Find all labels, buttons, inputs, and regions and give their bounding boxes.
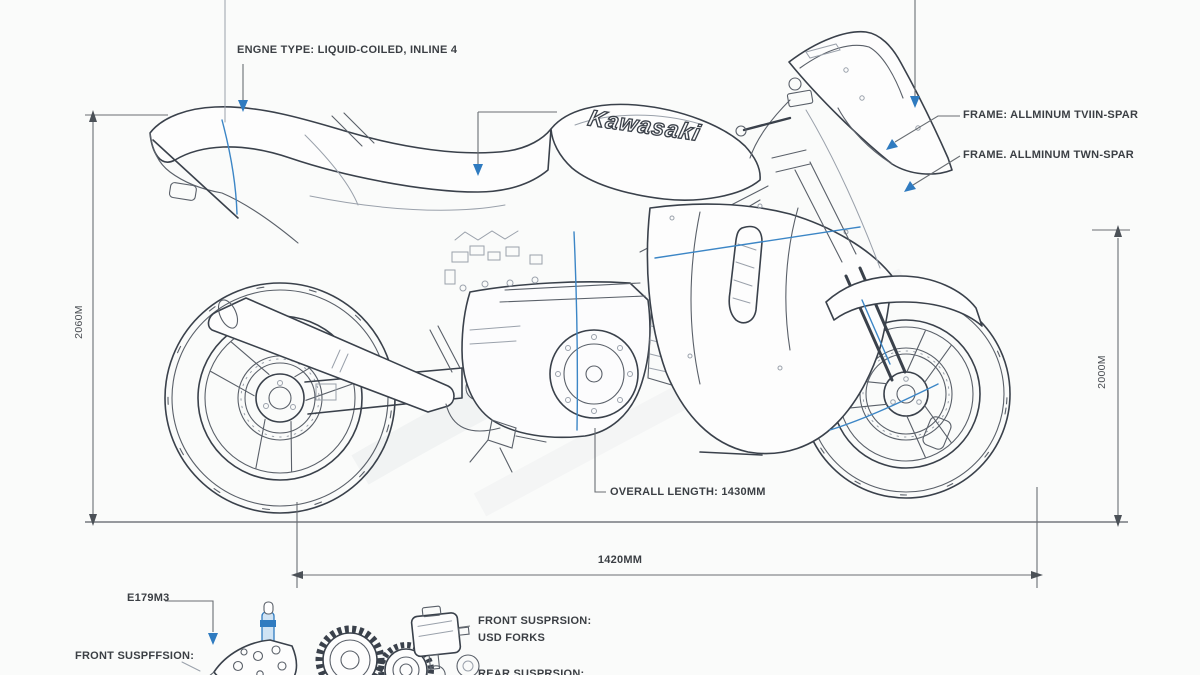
- front-suspension-right-label: FRONT SUSPRSION:: [478, 615, 592, 627]
- front-suspension-left-label: FRONT SUSPFFSION:: [75, 650, 195, 662]
- engine-type-label: ENGNE TYPE: LIQUID-COILED, INLINE 4: [237, 44, 458, 56]
- exhaust-muffler: [207, 297, 501, 432]
- front-cowl: [749, 30, 953, 175]
- footpeg-bracket: [469, 419, 547, 473]
- front-suspension-right-detail-label: USD FORKS: [478, 632, 546, 644]
- front-forks: [771, 109, 983, 450]
- overall-length-label: OVERALL LENGTH: 1430MM: [610, 486, 766, 498]
- rear-suspension-label: REAR SUSPRSION:: [478, 668, 585, 675]
- rear-wheel-icon: [164, 282, 396, 514]
- bottom-dimension-label: 1420MM: [597, 554, 643, 566]
- side-fairing: [646, 203, 893, 456]
- frame-lower-label: FRAME. ALLMINUM TWN-SPAR: [963, 149, 1134, 161]
- right-height-dimension-label: 2000M: [1096, 355, 1108, 389]
- gears-icon: [315, 625, 434, 675]
- part-code-label: E179M3: [127, 592, 170, 604]
- reservoir-part-icon: [410, 605, 470, 675]
- fuel-tank: [550, 103, 761, 201]
- motorcycle-illustration: [149, 30, 1011, 514]
- blue-accent-lines: [221, 119, 939, 431]
- engine: [444, 230, 689, 439]
- frame-upper-label: FRAME: ALLMINUM TVIIN-SPAR: [963, 109, 1139, 121]
- tail-section: [149, 106, 552, 244]
- handlebar: [735, 77, 814, 137]
- left-height-dimension-label: 2060M: [73, 305, 85, 339]
- detail-parts: [209, 601, 480, 675]
- bracket-part-icon: [209, 601, 298, 675]
- leader-lines: [165, 0, 961, 672]
- dimension-lines: [85, 110, 1130, 588]
